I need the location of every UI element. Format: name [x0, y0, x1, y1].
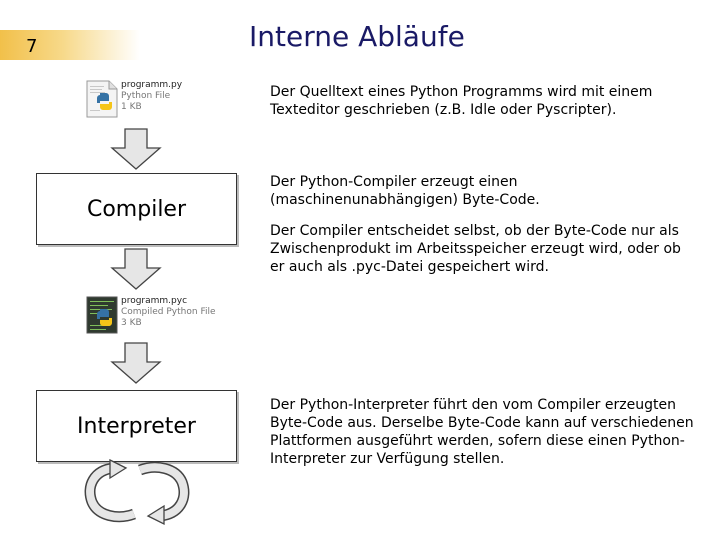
compiler-box: Compiler: [36, 173, 237, 245]
compiler-detail-description: Der Compiler entscheidet selbst, ob der …: [270, 223, 681, 275]
interpreter-box: Interpreter: [36, 390, 237, 462]
source-file-size: 1 KB: [121, 102, 142, 112]
down-arrow-icon: [110, 248, 162, 290]
source-file-info: programm.py Python File 1 KB: [121, 80, 182, 113]
interpreter-description: Der Python-Interpreter führt den vom Com…: [270, 397, 694, 467]
slide-number-bar: [0, 30, 140, 60]
compiled-python-file-icon: [85, 296, 119, 338]
down-arrow-icon: [110, 128, 162, 170]
compiled-file-type: Compiled Python File: [121, 307, 216, 317]
source-description: Der Quelltext eines Python Programms wir…: [270, 84, 653, 118]
compiled-file-size: 3 KB: [121, 318, 142, 328]
slide-number: 7: [26, 36, 38, 57]
source-file-tile: programm.py Python File 1 KB: [85, 80, 182, 122]
compiled-file-name: programm.pyc: [121, 296, 188, 306]
source-file-type: Python File: [121, 91, 171, 101]
slide-title: Interne Abläufe: [249, 20, 465, 53]
compiled-file-info: programm.pyc Compiled Python File 3 KB: [121, 296, 216, 329]
cycle-arrows-icon: [84, 458, 190, 526]
compiled-file-tile: programm.pyc Compiled Python File 3 KB: [85, 296, 216, 338]
python-file-icon: [85, 80, 119, 122]
down-arrow-icon: [110, 342, 162, 384]
source-file-name: programm.py: [121, 80, 183, 90]
compiler-description: Der Python-Compiler erzeugt einen (masch…: [270, 174, 540, 208]
compiler-label: Compiler: [86, 196, 187, 222]
interpreter-label: Interpreter: [77, 413, 196, 439]
